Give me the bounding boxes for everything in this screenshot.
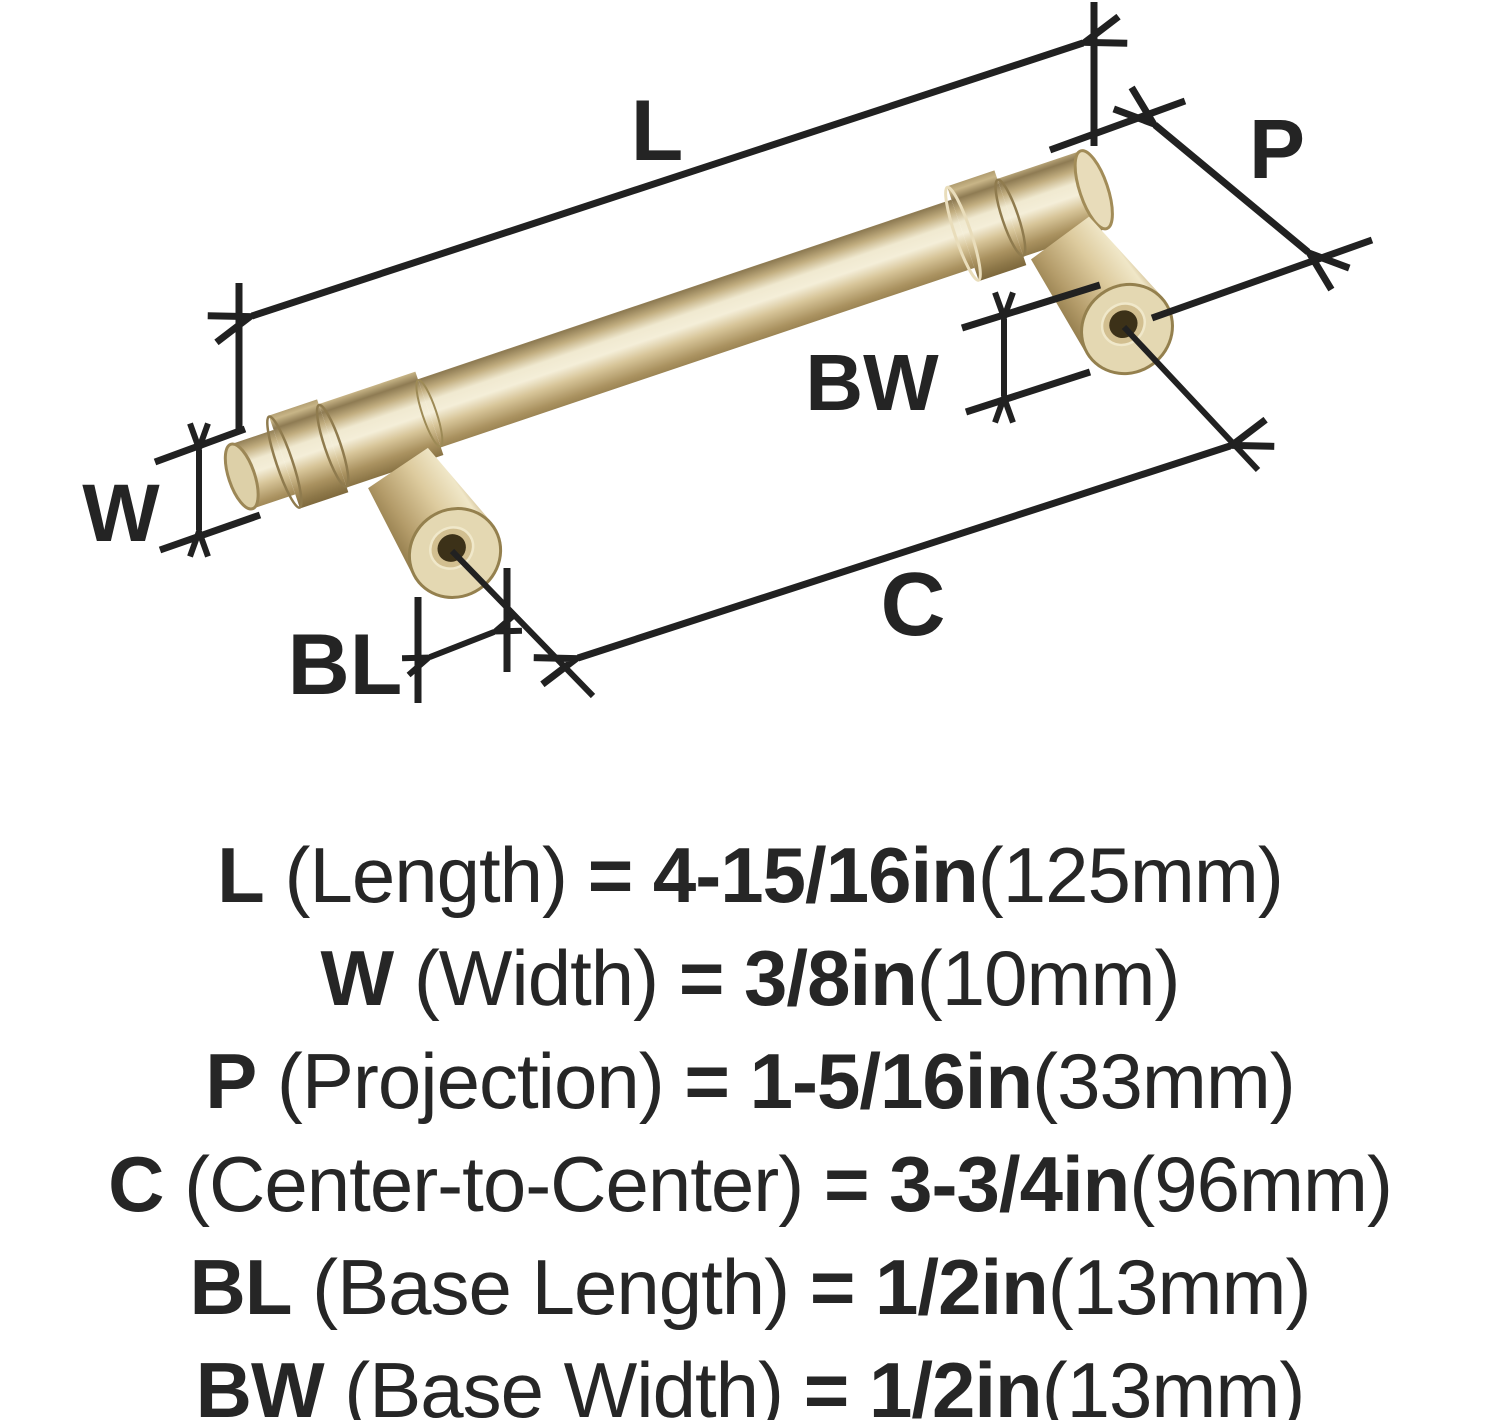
spec-name: (Length) [284,831,568,919]
spec-name: (Center-to-Center) [184,1140,804,1228]
bl-dimension-line [430,632,494,657]
label-W: W [82,468,160,559]
spec-line-projection: P (Projection) = 1-5/16in(33mm) [0,1030,1500,1133]
dimension-diagram: L P W BW C BL [82,2,1374,713]
spec-metric: (13mm) [1041,1346,1306,1420]
l-dimension-line [252,43,1083,316]
c-leader-right [1121,324,1261,473]
handle-bar [223,149,1114,511]
bar-left-end-face [223,442,260,511]
spec-metric: (125mm) [977,831,1284,919]
collar-rim [315,403,350,488]
dimension-W [153,429,262,554]
spec-code: BL [189,1243,293,1331]
spec-line-center-to-center: C (Center-to-Center) = 3-3/4in(96mm) [0,1133,1500,1236]
dimension-BW [960,281,1102,416]
bw-extension-line-top [960,281,1102,332]
spec-line-base-length: BL (Base Length) = 1/2in(13mm) [0,1236,1500,1339]
spec-value: = 1/2in [809,1243,1049,1331]
spec-name: (Base Length) [312,1243,790,1331]
spec-metric: (96mm) [1129,1140,1393,1228]
spec-name: (Base Width) [344,1346,784,1420]
w-extension-line-bottom [158,511,262,554]
spec-code: C [108,1140,164,1228]
p-extension-line-bottom [1150,236,1374,322]
dimension-L [239,2,1094,431]
dimension-annotations [153,2,1374,703]
p-dimension-line [1155,125,1308,252]
label-L: L [631,83,684,179]
label-BL: BL [288,617,403,713]
spec-line-length: L (Length) = 4-15/16in(125mm) [0,824,1500,927]
bar-step-rim [415,379,444,448]
spec-value: = 1/2in [803,1346,1043,1420]
spec-code: BW [195,1346,325,1420]
spec-value: = 1-5/16in [684,1037,1033,1125]
spec-metric: (10mm) [916,934,1181,1022]
left-post [368,447,503,599]
spec-value: = 4-15/16in [587,831,979,919]
c-leader-left [449,548,596,699]
spec-value: = 3/8in [678,934,918,1022]
label-C: C [881,555,946,655]
bar-left-collar [268,399,349,509]
spec-name: (Projection) [276,1037,665,1125]
spec-code: W [320,934,395,1022]
dimension-spec-list: L (Length) = 4-15/16in(125mm) W (Width) … [0,824,1500,1420]
right-post [1031,216,1174,376]
spec-metric: (33mm) [1032,1037,1296,1125]
dimension-C [449,324,1261,699]
bw-extension-line-bottom [964,368,1092,416]
dimension-BL [418,568,507,703]
p-extension-line-top [1048,97,1187,154]
dimension-labels: L P W BW C BL [82,83,1305,713]
spec-line-width: W (Width) = 3/8in(10mm) [0,927,1500,1030]
dimension-P [1048,97,1374,322]
spec-line-base-width: BW (Base Width) = 1/2in(13mm) [0,1339,1500,1420]
label-P: P [1249,102,1305,196]
c-dimension-line [578,446,1230,658]
spec-code: L [217,831,265,919]
spec-metric: (13mm) [1047,1243,1312,1331]
spec-name: (Width) [413,934,659,1022]
collar-rim [266,415,303,509]
spec-value: = 3-3/4in [823,1140,1130,1228]
cabinet-pull-handle [223,149,1174,599]
spec-code: P [205,1037,257,1125]
label-BW: BW [805,338,939,427]
